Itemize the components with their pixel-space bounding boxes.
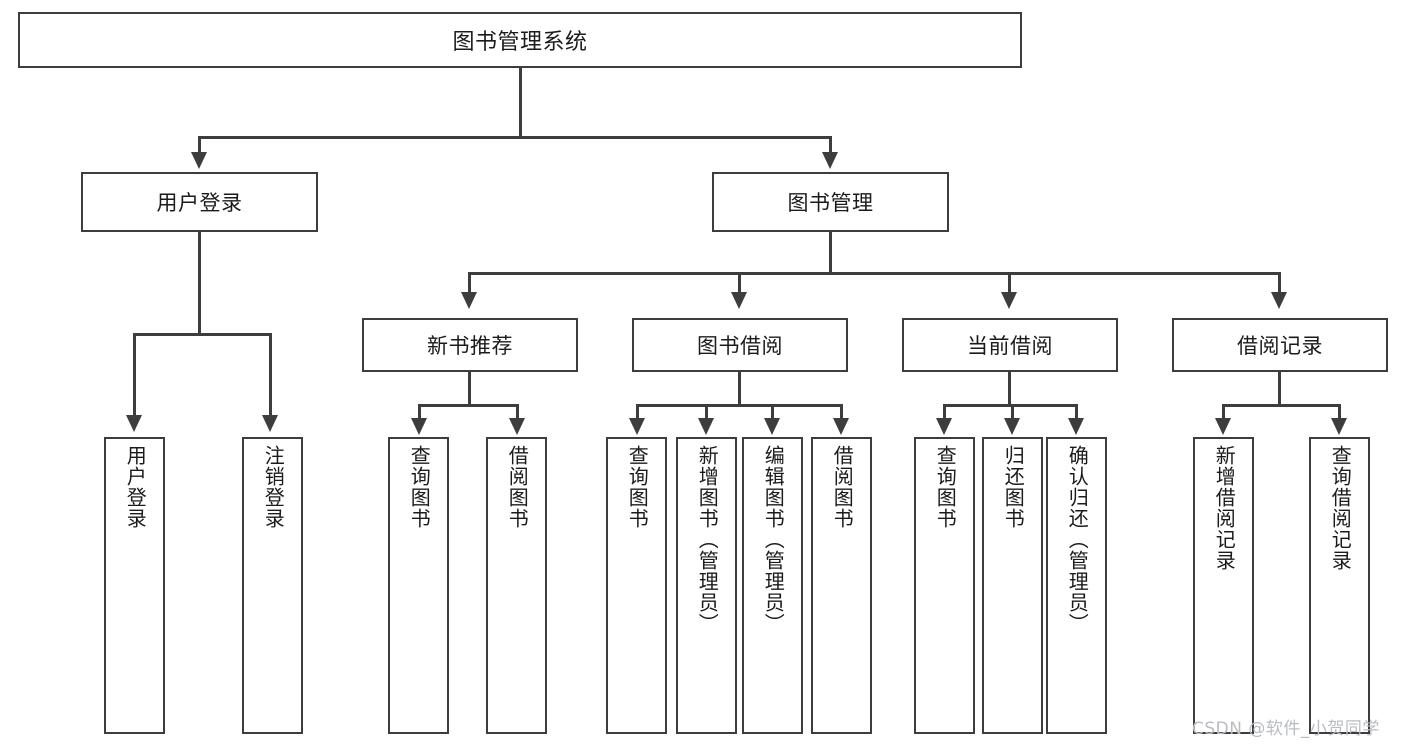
node-label: 新增借阅记录 xyxy=(1212,445,1237,571)
node-book-borrow[interactable]: 图书借阅 xyxy=(632,318,848,372)
arrowhead-bb-edit-book xyxy=(764,418,780,435)
arrowhead-cb-return-book xyxy=(1004,418,1020,435)
connector-to-new-book-recommend xyxy=(468,272,471,294)
leaf-cb-return-book[interactable]: 归还图书 xyxy=(982,437,1043,734)
connector-cb-child-3 xyxy=(1075,404,1078,420)
connector-bb-child-2 xyxy=(705,404,708,420)
leaf-nbr-query-book[interactable]: 查询图书 xyxy=(388,437,449,734)
leaf-bb-query-book[interactable]: 查询图书 xyxy=(606,437,667,734)
connector-br-child-2 xyxy=(1338,404,1341,420)
leaf-bb-edit-book[interactable]: 编辑图书（管理员） xyxy=(742,437,803,734)
leaf-br-add-record[interactable]: 新增借阅记录 xyxy=(1193,437,1254,734)
arrowhead-br-query-record xyxy=(1331,418,1347,435)
arrowhead-bb-query-book xyxy=(629,418,645,435)
arrowhead-nbr-query-book xyxy=(411,418,427,435)
connector-bb-child-3 xyxy=(771,404,774,420)
connector-user-login-child-1 xyxy=(133,333,136,417)
connector-book-manage-stem xyxy=(829,232,832,274)
arrowhead-bb-add-book xyxy=(698,418,714,435)
node-label: 图书借阅 xyxy=(697,334,783,358)
node-borrow-record[interactable]: 借阅记录 xyxy=(1172,318,1388,372)
arrowhead-current-borrow xyxy=(1001,292,1017,309)
connector-root-bus xyxy=(198,136,832,139)
connector-book-borrow-stem xyxy=(738,372,741,406)
leaf-user-login[interactable]: 用户登录 xyxy=(104,437,165,734)
connector-nbr-child-2 xyxy=(516,404,519,420)
connector-book-borrow-bus xyxy=(636,404,843,407)
connector-nbr-child-1 xyxy=(418,404,421,420)
connector-root-to-book-manage xyxy=(829,136,832,154)
node-book-management[interactable]: 图书管理 xyxy=(712,172,949,232)
node-root-system[interactable]: 图书管理系统 xyxy=(18,12,1022,68)
arrowhead-nbr-borrow-book xyxy=(509,418,525,435)
arrowhead-book-manage xyxy=(822,152,838,169)
arrowhead-book-borrow xyxy=(731,292,747,309)
arrowhead-cb-query-book xyxy=(936,418,952,435)
leaf-bb-add-book[interactable]: 新增图书（管理员） xyxy=(676,437,737,734)
leaf-nbr-borrow-book[interactable]: 借阅图书 xyxy=(486,437,547,734)
node-user-login[interactable]: 用户登录 xyxy=(81,172,318,232)
node-label: 借阅图书 xyxy=(830,445,855,529)
node-label: 用户登录 xyxy=(123,445,148,529)
connector-user-login-child-2 xyxy=(269,333,272,417)
node-label: 新书推荐 xyxy=(427,334,513,358)
connector-to-current-borrow xyxy=(1008,272,1011,294)
node-label: 注销登录 xyxy=(261,445,286,529)
connector-to-borrow-record xyxy=(1278,272,1281,294)
leaf-cb-query-book[interactable]: 查询图书 xyxy=(914,437,975,734)
node-label: 查询图书 xyxy=(625,445,650,529)
connector-current-borrow-stem xyxy=(1008,372,1011,406)
node-label: 查询图书 xyxy=(933,445,958,529)
arrowhead-br-add-record xyxy=(1215,418,1231,435)
connector-user-login-stem xyxy=(198,232,201,335)
connector-book-manage-bus xyxy=(468,272,1280,275)
connector-new-book-recommend-stem xyxy=(468,372,471,406)
arrowhead-bb-borrow-book xyxy=(833,418,849,435)
csdn-watermark: CSDN @软件_小贺同学 xyxy=(1192,719,1380,739)
node-label: 图书管理 xyxy=(787,191,874,215)
connector-user-login-bus xyxy=(133,333,272,336)
connector-current-borrow-bus xyxy=(943,404,1078,407)
arrowhead-user-login xyxy=(191,152,207,169)
node-label: 归还图书 xyxy=(1001,445,1026,529)
arrowhead-leaf-user-login xyxy=(126,415,142,432)
node-label: 借阅记录 xyxy=(1237,334,1323,358)
connector-br-child-1 xyxy=(1222,404,1225,420)
node-label: 查询图书 xyxy=(407,445,432,529)
connector-borrow-record-stem xyxy=(1278,372,1281,406)
connector-root-stem xyxy=(519,68,522,138)
node-label: 图书管理系统 xyxy=(452,30,588,55)
connector-borrow-record-bus xyxy=(1222,404,1341,407)
node-current-borrow[interactable]: 当前借阅 xyxy=(902,318,1118,372)
arrowhead-new-book-recommend xyxy=(461,292,477,309)
node-label: 用户登录 xyxy=(156,191,243,215)
leaf-logout[interactable]: 注销登录 xyxy=(242,437,303,734)
connector-cb-child-2 xyxy=(1011,404,1014,420)
connector-to-book-borrow xyxy=(738,272,741,294)
connector-bb-child-1 xyxy=(636,404,639,420)
node-label: 当前借阅 xyxy=(967,334,1053,358)
leaf-bb-borrow-book[interactable]: 借阅图书 xyxy=(811,437,872,734)
node-new-book-recommend[interactable]: 新书推荐 xyxy=(362,318,578,372)
leaf-br-query-record[interactable]: 查询借阅记录 xyxy=(1309,437,1370,734)
node-label: 新增图书（管理员） xyxy=(695,445,720,634)
node-label: 借阅图书 xyxy=(505,445,530,529)
arrowhead-leaf-logout xyxy=(262,415,278,432)
arrowhead-cb-confirm-return xyxy=(1068,418,1084,435)
connector-cb-child-1 xyxy=(943,404,946,420)
connector-root-to-user-login xyxy=(198,136,201,154)
node-label: 确认归还（管理员） xyxy=(1065,445,1090,634)
node-label: 查询借阅记录 xyxy=(1328,445,1353,571)
node-label: 编辑图书（管理员） xyxy=(761,445,786,634)
connector-new-book-recommend-bus xyxy=(418,404,519,407)
arrowhead-borrow-record xyxy=(1271,292,1287,309)
connector-bb-child-4 xyxy=(840,404,843,420)
leaf-cb-confirm-return[interactable]: 确认归还（管理员） xyxy=(1046,437,1107,734)
